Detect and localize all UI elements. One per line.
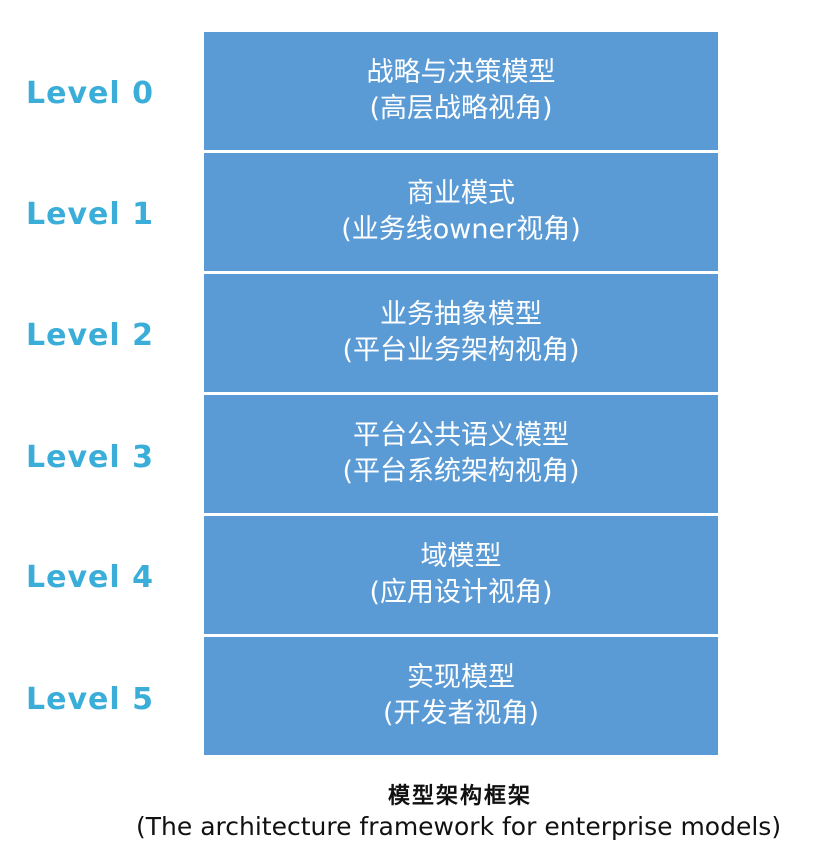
model-title: 战略与决策模型 (366, 57, 556, 88)
level-label-5: Level 5 (26, 682, 154, 717)
model-perspective: (平台业务架构视角) (342, 335, 580, 366)
model-perspective: (开发者视角) (382, 698, 540, 729)
caption-subtitle: (The architecture framework for enterpri… (136, 812, 782, 841)
level-label-1: Level 1 (26, 197, 154, 232)
model-perspective: (高层战略视角) (369, 93, 553, 124)
model-box-level-2: 业务抽象模型 (平台业务架构视角) (204, 274, 718, 395)
model-title: 平台公共语义模型 (353, 420, 569, 451)
model-box-level-0: 战略与决策模型 (高层战略视角) (204, 32, 718, 153)
model-box-level-5: 实现模型 (开发者视角) (204, 637, 718, 755)
caption-title: 模型架构框架 (387, 784, 532, 809)
model-perspective: (应用设计视角) (369, 577, 553, 608)
model-title: 域模型 (420, 541, 502, 572)
level-label-3: Level 3 (26, 440, 154, 475)
level-label-2: Level 2 (26, 318, 154, 353)
model-stack: 战略与决策模型 (高层战略视角) 商业模式 (业务线owner视角) 业务抽象模… (204, 32, 718, 755)
model-perspective: (平台系统架构视角) (342, 456, 580, 487)
model-title: 实现模型 (407, 662, 515, 693)
level-label-0: Level 0 (26, 76, 154, 111)
level-label-4: Level 4 (26, 560, 154, 595)
model-perspective: (业务线owner视角) (341, 214, 581, 245)
model-box-level-4: 域模型 (应用设计视角) (204, 516, 718, 637)
model-box-level-3: 平台公共语义模型 (平台系统架构视角) (204, 395, 718, 516)
model-title: 业务抽象模型 (380, 299, 542, 330)
model-title: 商业模式 (407, 178, 515, 209)
model-box-level-1: 商业模式 (业务线owner视角) (204, 153, 718, 274)
